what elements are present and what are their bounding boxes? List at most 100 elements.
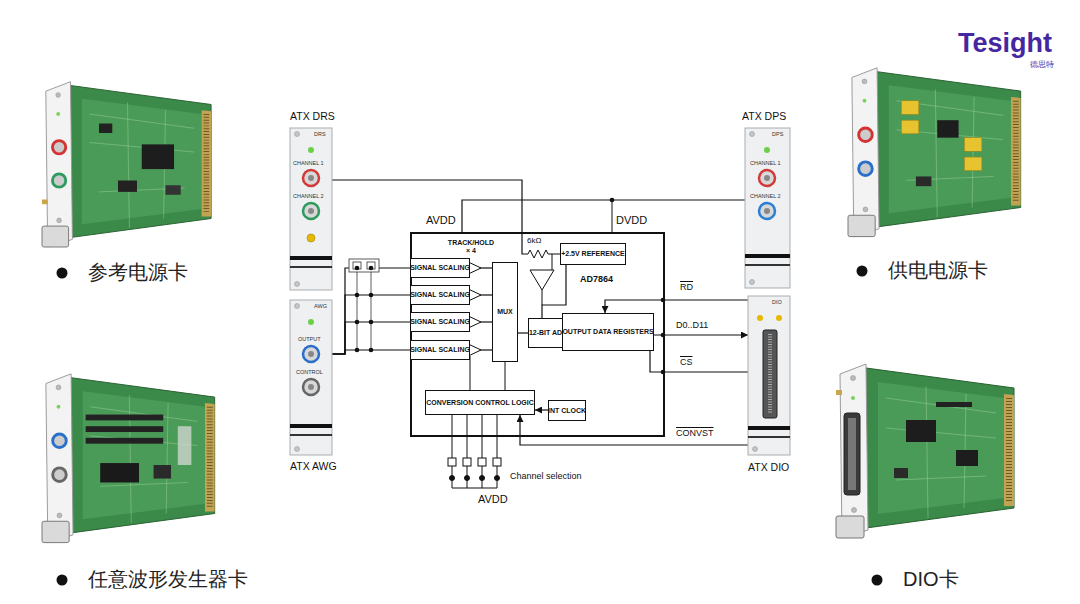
panel-marking: CONTROL bbox=[296, 369, 323, 375]
function-block: SIGNAL SCALING bbox=[410, 340, 470, 360]
dps-panel-face bbox=[745, 128, 790, 288]
awg-panel-face bbox=[290, 300, 332, 455]
channel-select-switches bbox=[478, 458, 486, 466]
function-block: SIGNAL SCALING bbox=[410, 312, 470, 332]
dio-panel-face bbox=[753, 447, 758, 452]
power-supply-card-photo bbox=[859, 128, 873, 142]
block-label: SIGNAL SCALING bbox=[410, 264, 470, 272]
card-list-bullet bbox=[57, 266, 883, 586]
switch-matrix bbox=[357, 272, 358, 350]
power-supply-card-photo bbox=[848, 68, 1021, 237]
panel-marking: DPS bbox=[772, 131, 783, 137]
drs-panel-face bbox=[295, 282, 300, 287]
junction-dot bbox=[661, 298, 666, 303]
dio-panel-face bbox=[776, 315, 782, 321]
switch-matrix bbox=[369, 293, 374, 298]
panel-marking: DIO bbox=[772, 299, 782, 305]
chip-outline: AD7864SIGNAL SCALINGSIGNAL SCALINGSIGNAL… bbox=[410, 232, 665, 437]
dio-panel-face bbox=[748, 426, 790, 430]
dio-panel-face bbox=[748, 296, 790, 455]
block-label: SIGNAL SCALING bbox=[410, 318, 470, 326]
block-note: TRACK/HOLD × 4 bbox=[446, 239, 496, 255]
supply-pin-name: AVDD bbox=[426, 214, 456, 227]
reference-supply-card-photo bbox=[52, 174, 65, 187]
power-supply-card-photo bbox=[964, 138, 981, 152]
signal-name: CS bbox=[680, 358, 693, 368]
switch-matrix bbox=[355, 320, 360, 325]
panel-marking: DRS bbox=[314, 131, 326, 137]
dio-card-photo bbox=[844, 413, 860, 495]
dps-panel-face bbox=[745, 128, 790, 288]
card-caption: 供电电源卡 bbox=[888, 259, 988, 282]
junction-dot bbox=[661, 333, 666, 338]
function-block: OUTPUT DATA REGISTERS bbox=[562, 313, 654, 351]
switch-matrix bbox=[349, 259, 379, 272]
switch-matrix bbox=[349, 259, 379, 352]
block-label: OUTPUT DATA REGISTERS bbox=[562, 328, 653, 336]
dps-panel-face bbox=[759, 170, 775, 186]
logo-subtitle: 德思特 bbox=[1030, 60, 1054, 69]
drs-panel-face bbox=[290, 128, 332, 290]
waveform-generator-card-photo bbox=[86, 438, 164, 444]
resistor-symbol bbox=[528, 250, 548, 258]
resistor-symbol bbox=[528, 250, 548, 258]
channel-select-switches bbox=[452, 415, 453, 458]
waveform-generator-card-photo bbox=[100, 463, 139, 482]
channel-select-switches bbox=[497, 415, 498, 458]
block-label: INT CLOCK bbox=[548, 407, 586, 415]
waveform-generator-card-photo bbox=[53, 468, 67, 482]
junction-dot bbox=[661, 370, 666, 375]
drs-panel-face bbox=[307, 234, 315, 242]
waveform-generator-card-photo bbox=[53, 434, 67, 448]
dio-card-photo bbox=[836, 390, 842, 395]
resistor-value: 6kΩ bbox=[527, 236, 541, 245]
card-list-bullet bbox=[872, 575, 883, 586]
power-supply-card-photo bbox=[937, 120, 958, 137]
dps-panel-face bbox=[764, 208, 770, 214]
function-block: SIGNAL SCALING bbox=[410, 258, 470, 278]
waveform-generator-card-photo bbox=[42, 374, 215, 543]
dio-card-photo bbox=[836, 364, 1014, 538]
module-panel: ATX AWGAWGOUTPUTCONTROL bbox=[290, 300, 332, 455]
supply-pin-name: AVDD bbox=[478, 493, 508, 506]
block-label: SIGNAL SCALING bbox=[410, 291, 470, 299]
control-wire bbox=[552, 254, 553, 270]
waveform-generator-card-photo bbox=[86, 426, 164, 432]
drs-panel-face bbox=[303, 170, 319, 186]
junction-dot bbox=[610, 198, 615, 203]
dio-card-photo bbox=[894, 468, 908, 478]
logo-wordmark: Tesight bbox=[958, 28, 1052, 59]
awg-panel-face bbox=[303, 379, 319, 395]
panel-marking: CHANNEL 1 bbox=[293, 160, 324, 166]
dps-panel-face bbox=[764, 147, 770, 153]
signal-wire bbox=[605, 300, 748, 313]
dps-panel-face bbox=[759, 203, 775, 219]
supply-pin-name: DVDD bbox=[616, 214, 647, 227]
signal-wire bbox=[650, 345, 748, 372]
awg-panel-face bbox=[295, 304, 300, 309]
switch-matrix bbox=[369, 348, 374, 353]
reference-supply-card-photo bbox=[42, 82, 211, 247]
card-caption: 任意波形发生器卡 bbox=[88, 568, 248, 591]
dps-panel-face bbox=[750, 280, 755, 285]
dio-panel-face bbox=[757, 315, 763, 321]
awg-panel-face bbox=[290, 424, 332, 428]
op-amp-symbol bbox=[530, 270, 554, 290]
module-panel: ATX DRSDRSCHANNEL 1CHANNEL 2 bbox=[290, 128, 332, 290]
drs-panel-face bbox=[308, 147, 314, 153]
control-wire bbox=[505, 362, 506, 390]
dps-panel-face bbox=[745, 264, 790, 266]
module-title: AD7864 bbox=[580, 275, 613, 285]
dps-panel-face bbox=[750, 132, 755, 137]
panel-marking: AWG bbox=[314, 303, 327, 309]
block-label: SIGNAL SCALING bbox=[410, 346, 470, 354]
block-label: MUX bbox=[497, 308, 513, 316]
function-block: +2.5V REFERENCE bbox=[560, 243, 626, 265]
module-title: ATX DIO bbox=[748, 462, 789, 474]
reference-supply-card-photo bbox=[42, 82, 211, 247]
channel-select-switches bbox=[480, 476, 485, 481]
channel-select-switches bbox=[448, 415, 501, 488]
dio-panel-face bbox=[763, 330, 777, 418]
dps-panel-face bbox=[764, 175, 770, 181]
reference-supply-card-photo bbox=[42, 200, 48, 205]
